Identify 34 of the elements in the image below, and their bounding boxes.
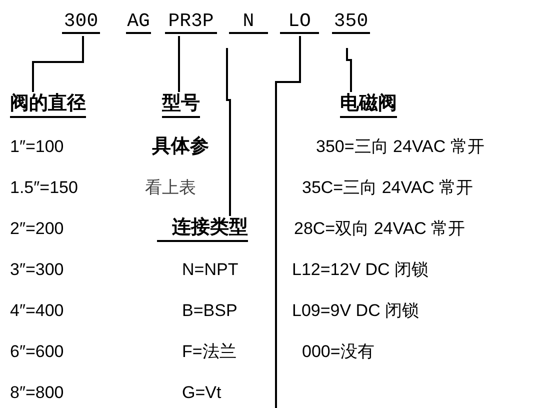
value-text: 1″=100 <box>10 137 64 157</box>
value-text: L09=9V DC 闭锁 <box>292 301 420 321</box>
column-heading: 连接类型 <box>157 216 248 242</box>
leader-line <box>226 48 231 216</box>
value-text: L12=12V DC 闭锁 <box>292 260 429 280</box>
value-text: G=Vt <box>182 383 222 403</box>
note-text: 看上表 <box>145 178 196 198</box>
value-text: 1.5″=150 <box>10 178 78 198</box>
leader-line <box>346 48 352 92</box>
column-heading: 电磁阀 <box>340 92 397 118</box>
value-text: 35C=三向 24VAC 常开 <box>302 178 474 198</box>
code-segment: LO <box>280 10 319 34</box>
column-heading: 阀的直径 <box>10 92 86 118</box>
value-text: B=BSP <box>182 301 238 321</box>
column-heading: 型号 <box>162 92 200 118</box>
code-segment: N <box>229 10 268 34</box>
value-text: 4″=400 <box>10 301 64 321</box>
value-text: 8″=800 <box>10 383 64 403</box>
value-text: 2″=200 <box>10 219 64 239</box>
note-text: 具体参 <box>152 137 209 157</box>
value-text: 28C=双向 24VAC 常开 <box>294 219 466 239</box>
value-text: F=法兰 <box>182 342 236 362</box>
value-text: 6″=600 <box>10 342 64 362</box>
leader-line <box>32 36 84 92</box>
code-segment: PR3P <box>165 10 217 34</box>
leader-line <box>178 36 180 92</box>
value-text: 000=没有 <box>302 342 374 362</box>
code-segment: 300 <box>62 10 100 34</box>
code-segment: 350 <box>332 10 370 34</box>
value-text: 350=三向 24VAC 常开 <box>316 137 484 157</box>
value-text: 3″=300 <box>10 260 64 280</box>
value-text: N=NPT <box>182 260 238 280</box>
code-segment: AG <box>126 10 151 34</box>
leader-line <box>275 36 301 408</box>
